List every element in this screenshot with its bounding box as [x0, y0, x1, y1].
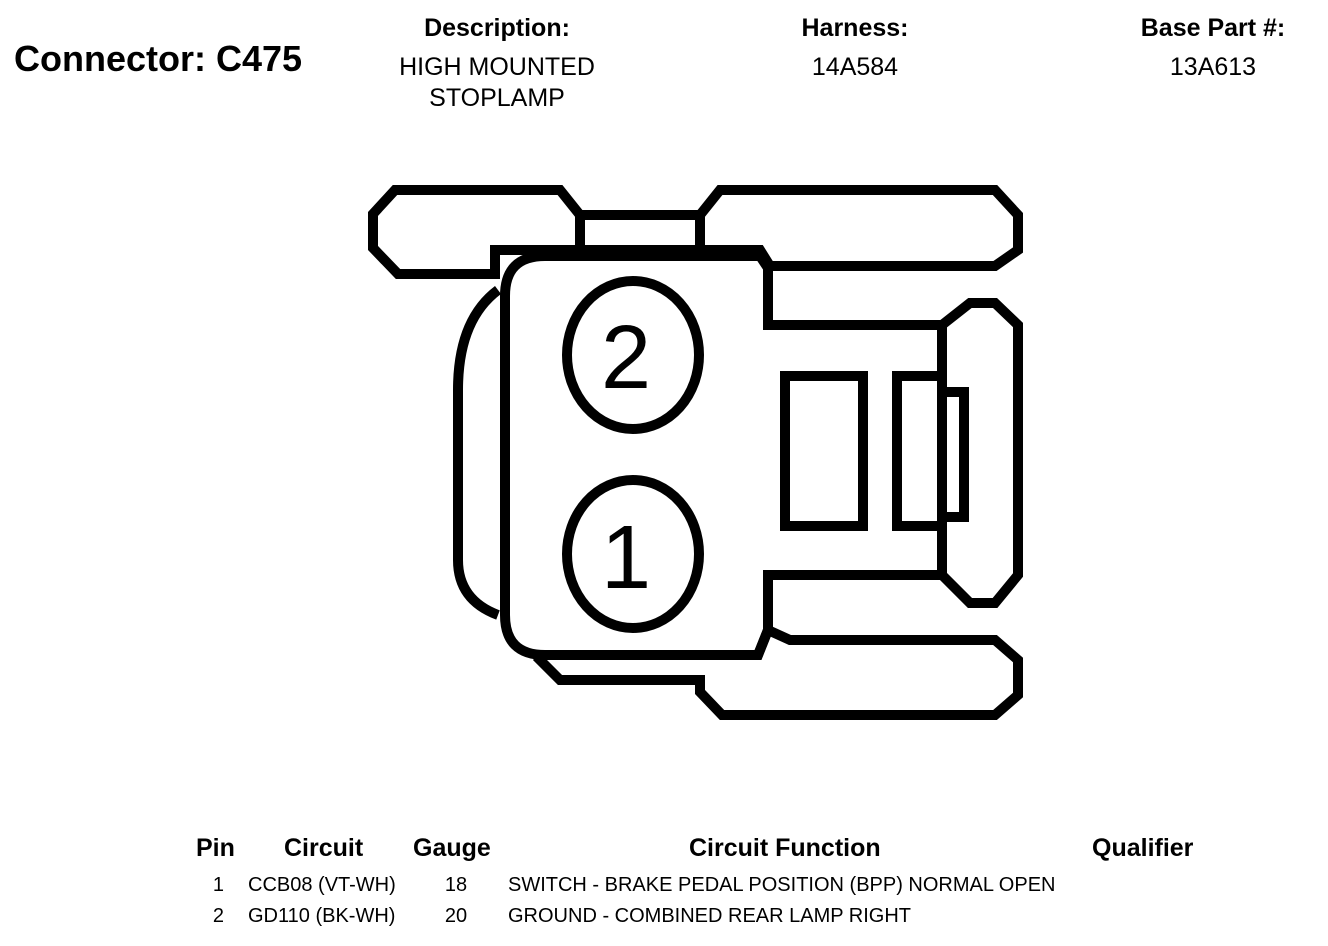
terminal-slot-right — [892, 371, 947, 531]
row-2-gauge: 20 — [444, 905, 468, 927]
upper-left-latch — [368, 185, 585, 279]
harness-value: 14A584 — [811, 53, 899, 81]
description-value: HIGH MOUNTED STOPLAMP — [347, 52, 647, 114]
row-2-circuit: GD110 (BK-WH) — [248, 905, 396, 927]
row-2-pin: 2 — [212, 905, 224, 927]
upper-center-bridge — [575, 210, 705, 255]
right-key — [938, 298, 1023, 608]
table-header-gauge: Gauge — [413, 834, 491, 862]
terminal-slot-right-ext — [937, 387, 969, 522]
table-header-qualifier: Qualifier — [1092, 834, 1194, 862]
base-part-label: Base Part #: — [1140, 14, 1286, 42]
pin-cavity-2 — [562, 276, 704, 434]
left-shroud — [453, 286, 502, 620]
base-part-value: 13A613 — [1169, 53, 1257, 81]
upper-right-latch — [695, 185, 1023, 271]
pin-label-1: 1 — [601, 508, 651, 608]
row-1-circuit: CCB08 (VT-WH) — [248, 874, 396, 896]
terminal-slot-left — [780, 371, 868, 531]
pin-label-2: 2 — [601, 308, 651, 408]
pin-cavity-1 — [562, 475, 704, 633]
main-housing — [500, 251, 947, 660]
description-line-1: HIGH MOUNTED — [399, 53, 595, 81]
row-1-pin: 1 — [212, 874, 224, 896]
table-header-circuit: Circuit — [284, 834, 364, 862]
description-label: Description: — [424, 14, 570, 42]
table-header-pin: Pin — [196, 834, 235, 862]
lower-right-latch — [532, 623, 1023, 720]
row-1-gauge: 18 — [444, 874, 468, 896]
table-header-circuit-function: Circuit Function — [689, 834, 881, 862]
harness-label: Harness: — [801, 14, 909, 42]
row-2-function: GROUND - COMBINED REAR LAMP RIGHT — [508, 905, 911, 927]
connector-title: Connector: C475 — [14, 38, 303, 79]
description-line-2: STOPLAMP — [429, 84, 565, 112]
row-1-function: SWITCH - BRAKE PEDAL POSITION (BPP) NORM… — [508, 874, 1056, 896]
